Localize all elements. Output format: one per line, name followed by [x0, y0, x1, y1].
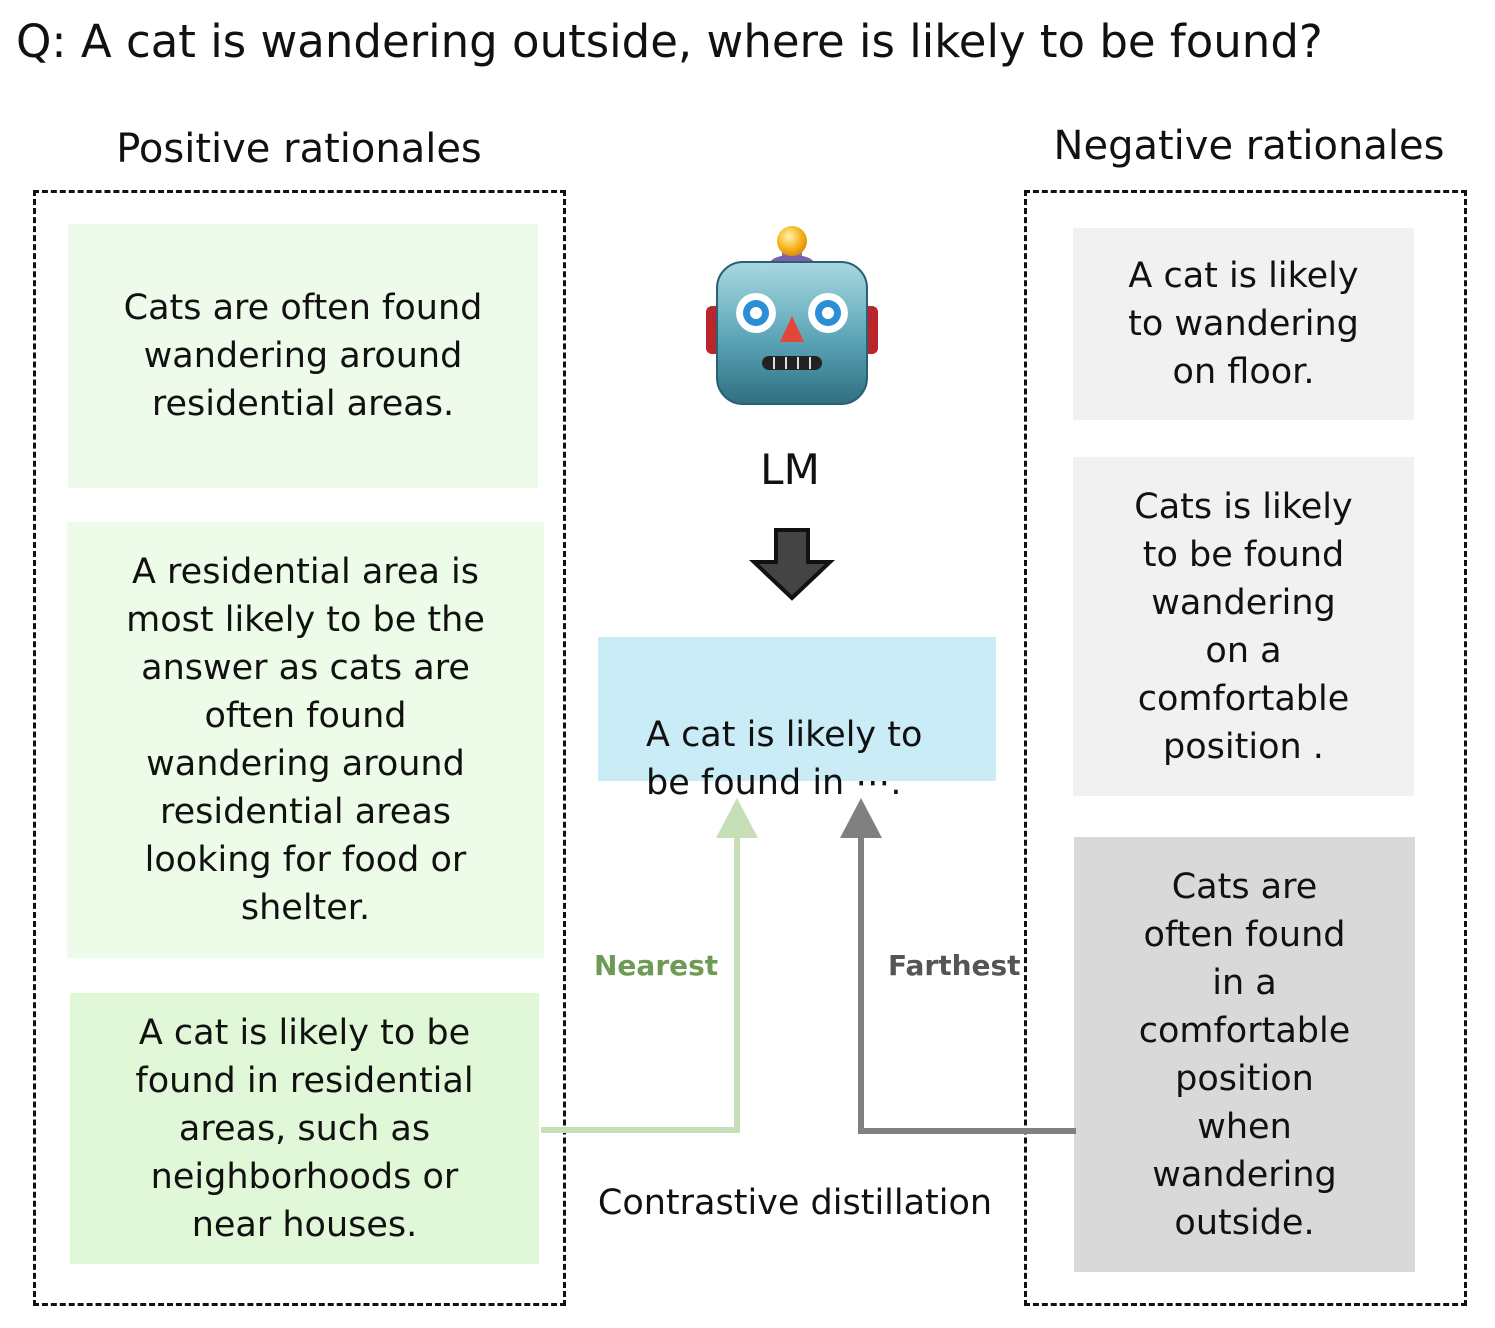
lm-output-text: A cat is likely to be found in ⋯.: [646, 715, 923, 803]
positive-rationale-text: A cat is likely to be found in residenti…: [135, 1012, 474, 1245]
negative-rationale-text: Cats is likely to be found wandering on …: [1134, 486, 1353, 767]
positive-rationales-title: Positive rationales: [116, 126, 482, 172]
positive-rationale-box: A cat is likely to be found in residenti…: [70, 993, 539, 1264]
robot-left-ear: [706, 306, 724, 354]
lm-output-box: A cat is likely to be found in ⋯.: [598, 637, 996, 803]
positive-rationale-box: Cats are often found wandering around re…: [68, 224, 538, 488]
negative-rationale-box: Cats are often found in a comfortable po…: [1074, 837, 1415, 1272]
positive-rationale-text: Cats are often found wandering around re…: [123, 288, 483, 424]
farthest-label: Farthest: [888, 949, 1021, 982]
negative-rationales-title: Negative rationales: [1053, 123, 1445, 169]
positive-rationale-box: A residential area is most likely to be …: [67, 522, 544, 958]
positive-rationale-text: A residential area is most likely to be …: [126, 552, 485, 928]
negative-rationale-box: A cat is likely to wandering on floor.: [1073, 228, 1414, 420]
nearest-label: Nearest: [594, 949, 719, 982]
robot-antenna-bulb: [777, 226, 807, 256]
negative-rationale-text: Cats are often found in a comfortable po…: [1138, 866, 1351, 1243]
robot-right-ear: [860, 306, 878, 354]
positive-rationales-panel: [33, 190, 566, 1306]
negative-rationales-panel: [1024, 190, 1467, 1306]
negative-rationale-text: A cat is likely to wandering on floor.: [1128, 256, 1359, 392]
lm-label: LM: [760, 445, 820, 494]
negative-rationale-box: Cats is likely to be found wandering on …: [1073, 457, 1414, 796]
contrastive-distillation-caption: Contrastive distillation: [597, 1183, 993, 1223]
question-title: Q: A cat is wandering outside, where is …: [16, 15, 1323, 68]
